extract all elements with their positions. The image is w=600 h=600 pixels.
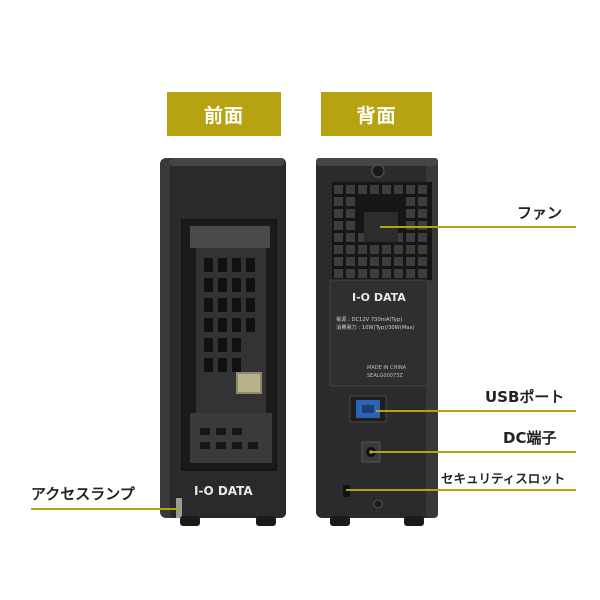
label-line-power: 電源 : DC12V 730mA(Typ)	[336, 317, 403, 323]
label-plate: 電源 : DC12V 730mA(Typ) 消費電力 : 10W(Typ)/30…	[336, 316, 428, 332]
security-callout-line	[346, 489, 576, 491]
front-view-badge: 前面	[167, 92, 281, 136]
label-made-in: MADE IN CHINA	[367, 365, 407, 371]
fan-label: ファン	[517, 204, 563, 222]
dc-terminal-label: DC端子	[503, 429, 557, 447]
back-view-badge: 背面	[321, 92, 432, 136]
front-view-label: 前面	[203, 104, 244, 127]
usb-port-label: USBポート	[485, 388, 565, 406]
fan-callout-line	[380, 226, 576, 228]
front-device-image	[160, 158, 286, 526]
access-lamp-callout-line	[31, 508, 181, 510]
back-device-image	[316, 158, 438, 526]
security-slot-label: セキュリティスロット	[441, 471, 566, 486]
label-model: SEALG00073Z	[367, 373, 403, 379]
front-logo: I-O DATA	[194, 484, 253, 498]
label-line-consumption: 消費電力 : 10W(Typ)/30W(Max)	[336, 325, 415, 331]
usb-callout-line	[376, 410, 576, 412]
dc-callout-line	[372, 451, 576, 453]
access-lamp-label: アクセスランプ	[31, 485, 135, 503]
back-logo: I-O DATA	[352, 291, 406, 304]
back-view-label: 背面	[356, 104, 397, 127]
